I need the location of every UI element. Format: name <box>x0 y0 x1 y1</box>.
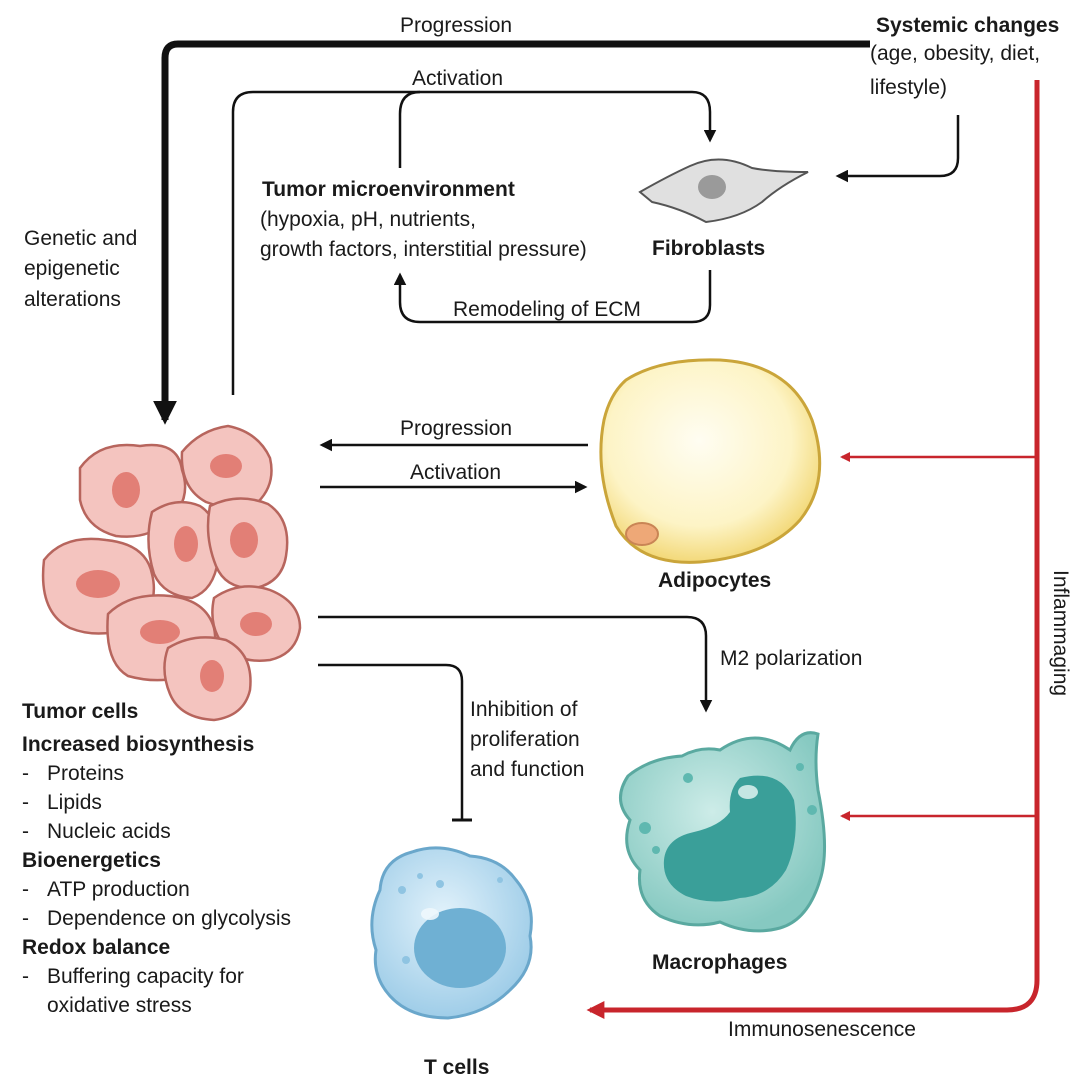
label-genetic-2: epigenetic <box>24 257 120 280</box>
systemic-changes-title: Systemic changes <box>876 14 1060 37</box>
label-inhibition-2: proliferation <box>470 728 580 751</box>
label-fibroblasts: Fibroblasts <box>652 237 766 260</box>
arrow-remodeling-ecm <box>393 270 712 324</box>
microenvironment-detail-2: growth factors, interstitial pressure) <box>260 238 587 261</box>
label-progression-top: Progression <box>400 14 513 37</box>
feature-item: -Proteins <box>22 762 125 785</box>
feature-item: oxidative stress <box>47 994 192 1017</box>
feature-item: -Buffering capacity for <box>22 965 244 988</box>
label-adipocytes: Adipocytes <box>658 569 772 592</box>
feature-heading: Increased biosynthesis <box>22 733 255 756</box>
adipocyte-cell <box>599 358 822 564</box>
microenvironment-detail-1: (hypoxia, pH, nutrients, <box>260 208 476 231</box>
tumor-features-list: Tumor cells Increased biosynthesis -Prot… <box>22 697 291 1020</box>
feature-item: -Nucleic acids <box>22 820 171 843</box>
label-immunosenescence: Immunosenescence <box>728 1018 916 1041</box>
label-inhibition-1: Inhibition of <box>470 698 578 721</box>
microenvironment-title: Tumor microenvironment <box>262 178 515 201</box>
systemic-changes-detail-1: (age, obesity, diet, <box>870 42 1041 65</box>
arrow-m2-polarization <box>318 615 713 713</box>
label-remodeling-ecm: Remodeling of ECM <box>453 298 641 321</box>
feature-item: -Dependence on glycolysis <box>22 907 291 930</box>
label-m2-polarization: M2 polarization <box>720 647 863 670</box>
arrow-activation-top <box>231 90 717 395</box>
fibroblast-cell <box>638 158 809 224</box>
label-activation-mid: Activation <box>410 461 502 484</box>
inflammaging-line <box>586 80 1040 1019</box>
label-macrophages: Macrophages <box>652 951 788 974</box>
label-inhibition-3: and function <box>470 758 585 781</box>
arrow-systemic-to-fibroblast <box>835 115 960 183</box>
arrow-progression-top <box>153 40 870 425</box>
label-tumor-cells: Tumor cells <box>22 700 139 723</box>
tumor-cell-cluster <box>41 424 302 722</box>
label-inflammaging: Inflammaging <box>1049 570 1072 697</box>
systemic-changes-detail-2: lifestyle) <box>870 76 948 99</box>
label-progression-mid: Progression <box>400 417 513 440</box>
t-cell <box>370 846 533 1020</box>
feature-item: -ATP production <box>22 878 190 901</box>
macrophage-cell <box>619 731 826 933</box>
feature-heading: Redox balance <box>22 936 171 959</box>
label-t-cells: T cells <box>424 1056 490 1079</box>
label-genetic-3: alterations <box>24 288 121 311</box>
feature-heading: Bioenergetics <box>22 849 161 872</box>
label-activation-top: Activation <box>412 67 504 90</box>
feature-item: -Lipids <box>22 791 102 814</box>
inhibition-connector <box>318 663 472 822</box>
label-genetic-1: Genetic and <box>24 227 138 250</box>
